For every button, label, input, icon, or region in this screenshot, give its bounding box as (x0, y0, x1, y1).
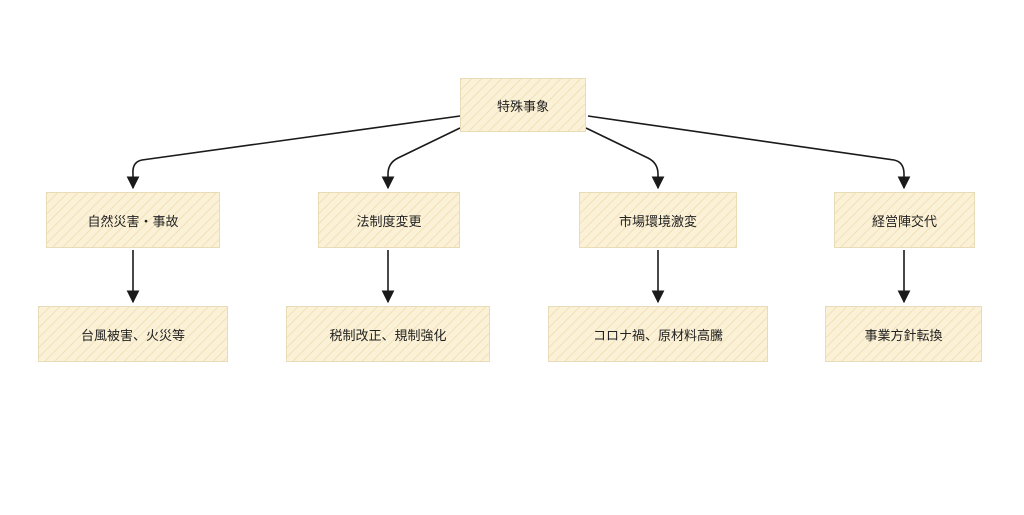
node-example-management-label: 事業方針転換 (864, 328, 943, 344)
node-category-management-label: 経営陣交代 (871, 214, 937, 230)
node-example-law: 税制改正、規制強化 (286, 306, 490, 362)
node-category-disaster: 自然災害・事故 (46, 192, 220, 248)
node-category-law-label: 法制度変更 (356, 214, 422, 230)
node-example-law-label: 税制改正、規制強化 (329, 328, 447, 344)
node-example-disaster: 台風被害、火災等 (38, 306, 228, 362)
edge-root-to-disaster (126, 115, 461, 190)
node-example-market: コロナ禍、原材料高騰 (548, 306, 768, 362)
edge-root-to-market (585, 127, 665, 190)
node-category-market-label: 市場環境激変 (618, 214, 697, 230)
node-example-market-label: コロナ禍、原材料高騰 (592, 328, 723, 344)
node-category-law: 法制度変更 (318, 192, 460, 248)
node-category-management: 経営陣交代 (834, 192, 975, 248)
node-example-management: 事業方針転換 (825, 306, 982, 362)
node-example-disaster-label: 台風被害、火災等 (80, 328, 185, 344)
node-category-market: 市場環境激変 (579, 192, 737, 248)
node-category-disaster-label: 自然災害・事故 (87, 214, 179, 230)
node-root: 特殊事象 (460, 78, 586, 132)
node-root-label: 特殊事象 (496, 99, 549, 115)
edge-root-to-law (381, 127, 461, 190)
edge-root-to-management (587, 115, 911, 190)
